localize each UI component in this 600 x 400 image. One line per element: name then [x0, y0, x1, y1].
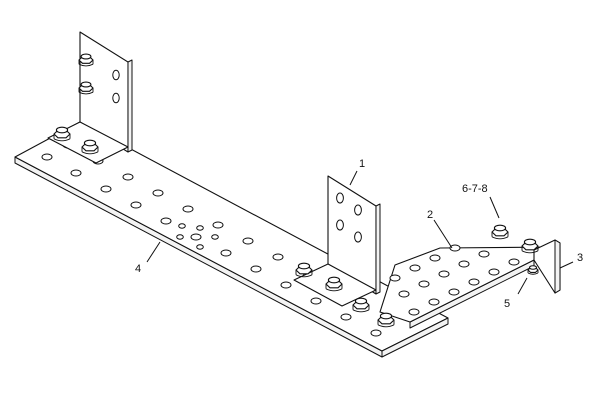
nut-icon	[491, 224, 509, 240]
strip-4-hole	[310, 297, 322, 305]
strip-4-hole	[182, 205, 194, 213]
strip-2-hole	[408, 308, 420, 316]
strip-4-hole	[196, 244, 204, 250]
strip-4-hole	[340, 313, 352, 321]
strip-2-hole	[409, 264, 421, 272]
strip-4-hole	[160, 217, 172, 225]
strip-2-hole	[468, 278, 480, 286]
bracket-1-hole	[354, 204, 362, 216]
callout-4: 4	[135, 263, 141, 275]
strip-4-hole	[250, 265, 262, 273]
strip-2-hole	[438, 270, 450, 278]
bracket-top-left-hole	[112, 69, 120, 81]
strip-4-hole	[211, 234, 219, 240]
strip-2-hole	[458, 260, 470, 268]
callout-5: 5	[504, 298, 510, 310]
strip-2-hole	[398, 290, 410, 298]
bracket-top-left-hole	[112, 92, 120, 104]
strip-4-hole	[122, 173, 134, 181]
nut-icon	[325, 276, 343, 292]
leader-lines	[146, 170, 574, 295]
strip-4-hole	[70, 169, 82, 177]
strip-2-top-face	[379, 246, 556, 323]
strip-2-hole	[389, 274, 401, 282]
strip-4-hole	[272, 253, 284, 261]
strip-4-hole	[196, 225, 204, 231]
bracket-1-upright-edge	[375, 203, 381, 295]
leader-3	[559, 261, 574, 269]
strip-4-holes	[41, 141, 382, 337]
nut-icon	[53, 126, 71, 142]
strip-4-end-edge	[381, 317, 449, 358]
strip-4-hole	[178, 223, 186, 229]
strip-2-hole	[418, 280, 430, 288]
bracket-1-hole	[336, 192, 344, 204]
strip-2-hole	[508, 258, 520, 266]
strip-4-hole	[176, 234, 184, 240]
strip-4-hole	[152, 189, 164, 197]
callout-678: 6-7-8	[462, 183, 488, 195]
strip-4-hole	[130, 201, 142, 209]
strip-4-hole	[280, 281, 292, 289]
nut-icon	[352, 297, 370, 313]
nut-icon	[295, 262, 313, 278]
strip-2	[379, 244, 556, 329]
callout-2: 2	[427, 209, 433, 221]
strip-2-hole	[478, 250, 490, 258]
leader-2	[433, 219, 453, 249]
leader-5	[517, 277, 528, 295]
leader-4	[146, 241, 161, 263]
strip-4-hole	[220, 249, 232, 257]
strip-4-hole	[41, 153, 53, 161]
leader-678	[489, 196, 500, 219]
bracket-3	[533, 239, 561, 294]
strip-4-hole	[190, 233, 202, 241]
nut-icon	[78, 81, 94, 95]
strip-4-hole	[100, 185, 112, 193]
nut-icon	[521, 238, 539, 254]
strip-4-hole	[212, 221, 224, 229]
callout-1: 1	[359, 158, 365, 170]
strip-2-hole	[428, 298, 440, 306]
fasteners	[53, 53, 539, 328]
nut-icon	[377, 312, 395, 328]
strip-4-hole	[242, 237, 254, 245]
bracket-1-hole	[336, 219, 344, 231]
bracket-3-edge	[554, 239, 561, 294]
bracket-1-hole	[354, 231, 362, 243]
bracket-top-left-upright-edge	[127, 59, 133, 153]
strip-2-hole	[448, 288, 460, 296]
leader-1	[349, 170, 358, 186]
callout-3: 3	[577, 252, 583, 264]
strip-2-hole	[488, 268, 500, 276]
strip-2-hole	[449, 244, 461, 252]
bolt-5-icon	[527, 265, 539, 275]
strip-4-hole	[370, 329, 382, 337]
nut-icon	[81, 139, 99, 155]
strip-2-hole	[429, 254, 441, 262]
nut-icon	[78, 53, 94, 67]
strip-2-holes	[389, 244, 520, 316]
